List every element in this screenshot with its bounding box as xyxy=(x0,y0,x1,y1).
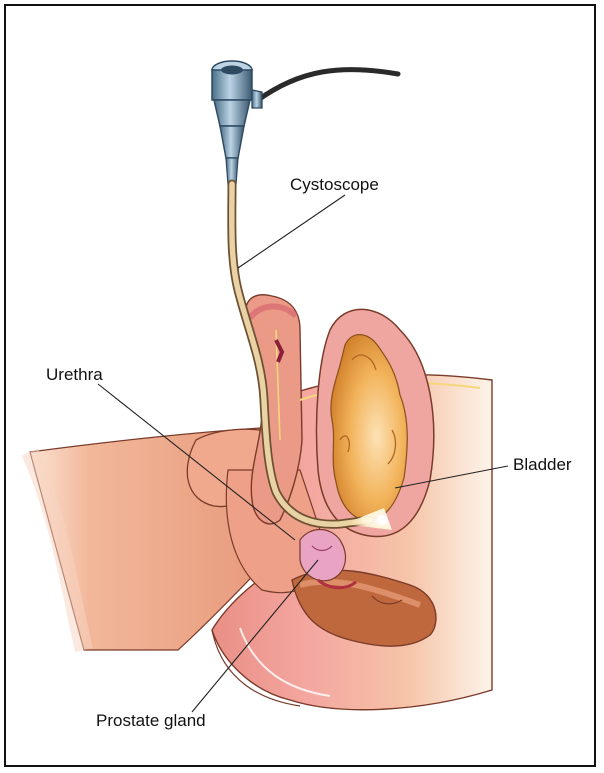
cystoscope-leader xyxy=(238,195,345,268)
bladder-label: Bladder xyxy=(513,455,572,474)
cystoscope-handle xyxy=(212,61,262,184)
prostate-label: Prostate gland xyxy=(96,711,206,730)
cystoscope-cable xyxy=(258,70,398,100)
cystoscope-label: Cystoscope xyxy=(290,175,379,194)
urethra-label: Urethra xyxy=(46,365,103,384)
